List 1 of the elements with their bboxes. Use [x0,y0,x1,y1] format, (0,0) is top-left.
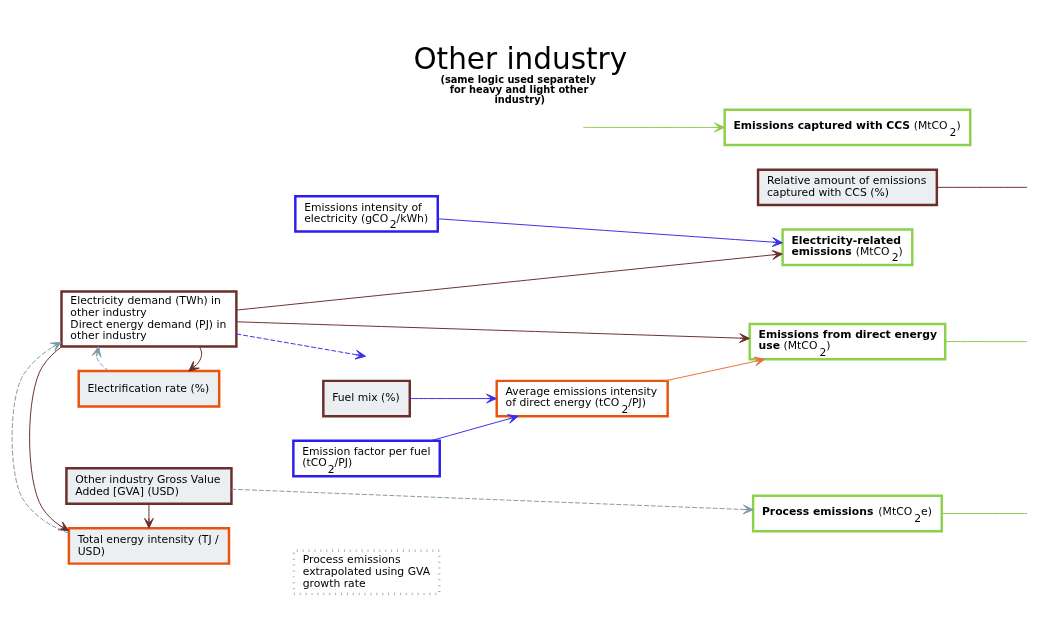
caption: (same logic used separately for heavy and light other industry) [440,74,597,105]
